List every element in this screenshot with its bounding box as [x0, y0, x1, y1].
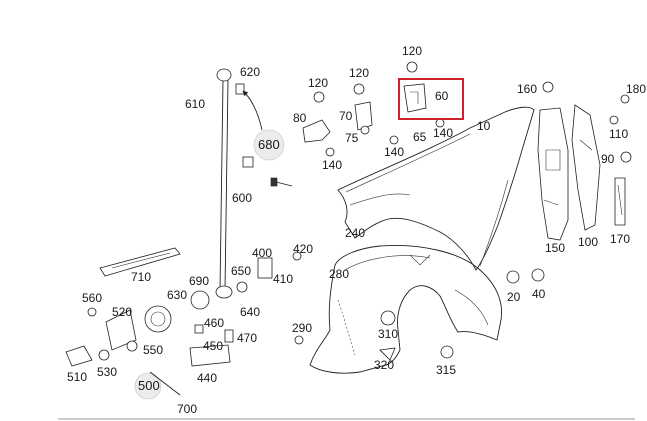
label-140-mid[interactable]: 140: [384, 145, 405, 159]
front-fender-part[interactable]: [337, 106, 535, 271]
label-90[interactable]: 90: [601, 152, 615, 166]
label-240[interactable]: 240: [345, 226, 366, 240]
label-620[interactable]: 620: [240, 65, 261, 79]
label-315[interactable]: 315: [436, 363, 457, 377]
label-110[interactable]: 110: [609, 127, 629, 141]
bolt-680-part[interactable]: [270, 177, 293, 187]
label-310[interactable]: 310: [378, 327, 399, 341]
label-150[interactable]: 150: [545, 241, 566, 255]
detail-arrow: [242, 90, 263, 131]
label-65[interactable]: 65: [413, 130, 427, 144]
clip-part[interactable]: [242, 156, 254, 168]
wheel-arch-liner-part[interactable]: [309, 245, 503, 374]
label-140-top[interactable]: 140: [433, 126, 454, 140]
label-710[interactable]: 710: [131, 270, 152, 284]
label-410[interactable]: 410: [273, 272, 294, 286]
label-440[interactable]: 440: [197, 371, 218, 385]
seal-strip-710-part[interactable]: [99, 247, 181, 277]
label-20[interactable]: 20: [507, 290, 521, 304]
label-640[interactable]: 640: [240, 305, 261, 319]
label-550[interactable]: 550: [143, 343, 164, 357]
label-120-left[interactable]: 120: [308, 76, 329, 90]
label-420[interactable]: 420: [293, 242, 314, 256]
label-680[interactable]: 680: [258, 137, 280, 152]
label-520[interactable]: 520: [112, 305, 133, 319]
label-610[interactable]: 610: [185, 97, 206, 111]
label-70[interactable]: 70: [339, 109, 353, 123]
label-650[interactable]: 650: [231, 264, 252, 278]
bracket-70-part[interactable]: [354, 101, 373, 135]
hood-stay-rod-part[interactable]: [215, 68, 245, 299]
label-10[interactable]: 10: [477, 119, 491, 133]
highlight-box-part-60: [398, 78, 464, 120]
label-290[interactable]: 290: [292, 321, 313, 335]
label-170[interactable]: 170: [610, 232, 631, 246]
label-120-mid[interactable]: 120: [349, 66, 370, 80]
label-450[interactable]: 450: [203, 339, 224, 353]
detail-circle-680: [253, 129, 285, 161]
label-600[interactable]: 600: [232, 191, 253, 205]
label-100[interactable]: 100: [578, 235, 599, 249]
label-75[interactable]: 75: [345, 131, 359, 145]
bracket-80-part[interactable]: [302, 119, 335, 157]
detail-circle-500: [134, 372, 162, 400]
label-140-left[interactable]: 140: [322, 158, 343, 172]
label-460[interactable]: 460: [204, 316, 225, 330]
label-160[interactable]: 160: [517, 82, 538, 96]
label-470[interactable]: 470: [237, 331, 258, 345]
label-500[interactable]: 500: [138, 378, 160, 393]
label-630[interactable]: 630: [167, 288, 188, 302]
label-60[interactable]: 60: [435, 89, 449, 103]
label-530[interactable]: 530: [97, 365, 118, 379]
label-80[interactable]: 80: [293, 111, 307, 125]
label-400[interactable]: 400: [252, 246, 273, 260]
fasteners-right-parts[interactable]: [506, 81, 632, 284]
lower-left-parts[interactable]: [65, 251, 454, 396]
label-690[interactable]: 690: [189, 274, 210, 288]
bracket-150-part[interactable]: [537, 107, 569, 241]
label-40[interactable]: 40: [532, 287, 546, 301]
label-560[interactable]: 560: [82, 291, 103, 305]
bracket-100-part[interactable]: [571, 104, 601, 231]
label-700[interactable]: 700: [177, 402, 198, 416]
nuts-120-parts[interactable]: [313, 61, 418, 103]
label-120-top[interactable]: 120: [402, 44, 423, 58]
label-320[interactable]: 320: [374, 358, 395, 372]
bracket-60-part[interactable]: [403, 83, 427, 113]
strip-170-part[interactable]: [614, 177, 626, 226]
label-510[interactable]: 510: [67, 370, 88, 384]
label-180[interactable]: 180: [626, 82, 647, 96]
label-280[interactable]: 280: [329, 267, 350, 281]
